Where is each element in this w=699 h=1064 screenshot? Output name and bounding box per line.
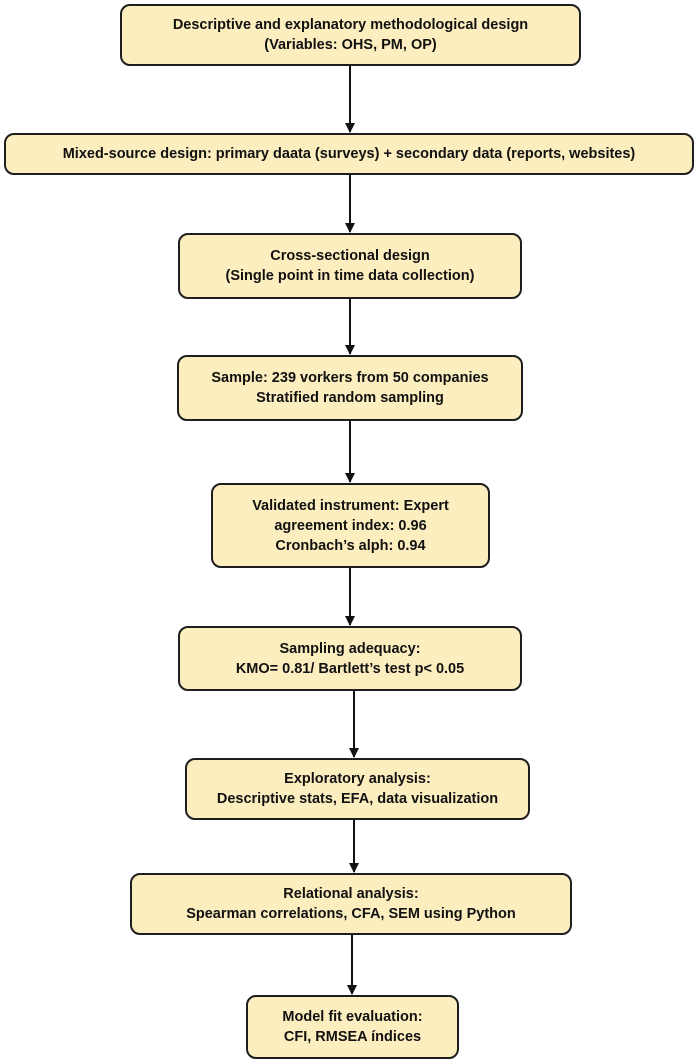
node-line: agreement index: 0.96	[274, 517, 427, 534]
node-line: Sample: 239 vorkers from 50 companies	[211, 370, 489, 386]
node-line: Spearman correlations, CFA, SEM using Py…	[186, 906, 516, 922]
node-relational-analysis: Relational analysis: Spearman correlatio…	[130, 873, 572, 935]
node-line: Cronbach’s alph: 0.94	[275, 537, 426, 554]
node-line: (Variables: OHS, PM, OP)	[264, 37, 437, 53]
node-line: Mixed-source design: primary daata (surv…	[62, 146, 636, 162]
node-cross-sectional-design: Cross-sectional design (Single point in …	[178, 233, 522, 299]
node-mixed-source-design: Mixed-source design: primary daata (surv…	[4, 133, 694, 175]
node-validated-instrument: Validated instrument: Expert agreement i…	[211, 483, 490, 568]
node-descriptive-explanatory-design: Descriptive and explanatory methodologic…	[120, 4, 581, 66]
node-line: Stratified random sampling	[256, 390, 444, 406]
node-line: Descriptive stats, EFA, data visualizati…	[216, 791, 499, 807]
node-line: Descriptive and explanatory methodologic…	[172, 17, 529, 33]
node-line: Validated instrument: Expert	[252, 497, 449, 514]
node-model-fit-evaluation: Model fit evaluation: CFI, RMSEA índices	[246, 995, 459, 1059]
node-line: KMO= 0.81/ Bartlett’s test p< 0.05	[235, 660, 465, 677]
node-line: CFI, RMSEA índices	[283, 1029, 422, 1045]
node-exploratory-analysis: Exploratory analysis: Descriptive stats,…	[185, 758, 530, 820]
node-sampling-adequacy: Sampling adequacy: KMO= 0.81/ Bartlett’s…	[178, 626, 522, 691]
node-line: Cross-sectional design	[270, 248, 430, 264]
node-sample: Sample: 239 vorkers from 50 companies St…	[177, 355, 523, 421]
node-line: Exploratory analysis:	[284, 771, 431, 787]
node-line: Sampling adequacy:	[279, 640, 421, 657]
node-line: Model fit evaluation:	[282, 1009, 423, 1025]
node-line: (Single point in time data collection)	[225, 268, 475, 284]
node-line: Relational analysis:	[283, 886, 419, 902]
